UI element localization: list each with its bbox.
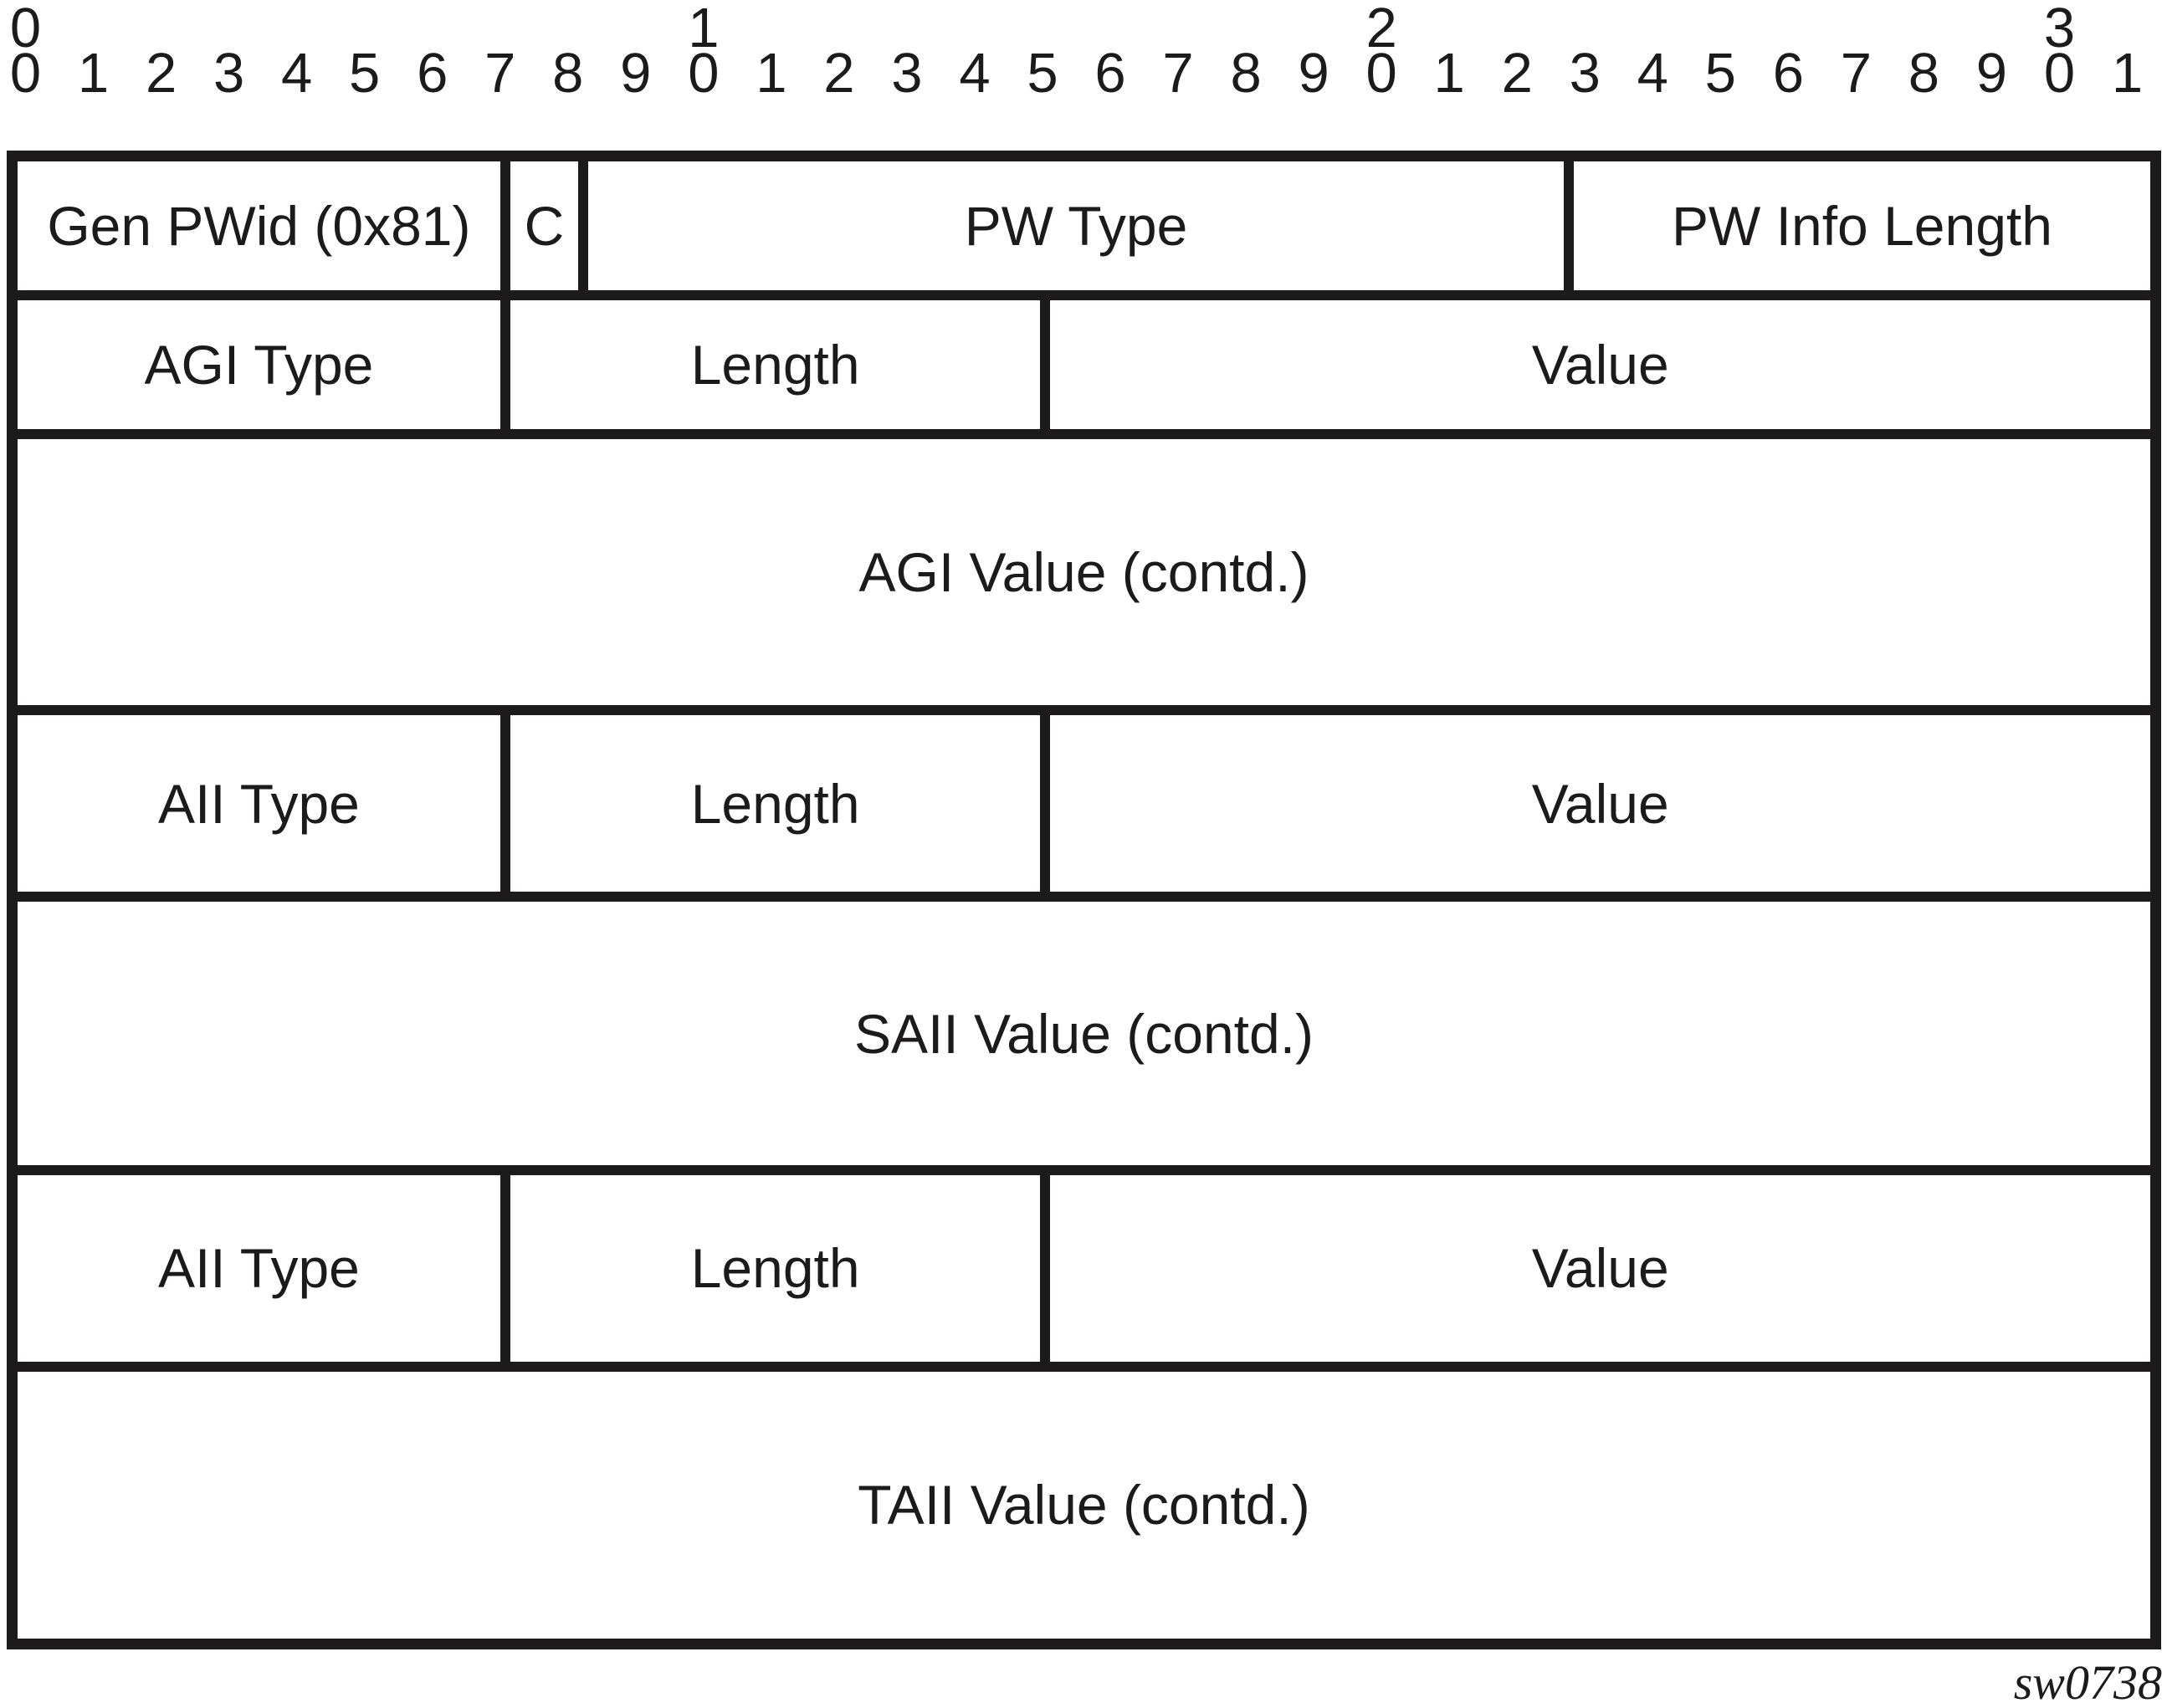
field-cell-taii-aii-type: AII Type <box>18 1175 510 1362</box>
field-cell-taii-value: Value <box>1050 1175 2150 1362</box>
field-cell-gen-pwid: Gen PWid (0x81) <box>18 161 510 290</box>
packet-row-taii-value-contd: TAII Value (contd.) <box>18 1372 2150 1639</box>
bit-label: 5 <box>1027 42 1058 105</box>
field-label: SAII Value (contd.) <box>853 1002 1314 1065</box>
bit-label: 3 <box>891 42 923 105</box>
bit-label: 6 <box>1094 42 1126 105</box>
bit-label: 4 <box>281 42 313 105</box>
field-cell-pw-info-length: PW Info Length <box>1574 161 2150 290</box>
field-label: PW Info Length <box>1672 194 2052 257</box>
tens-label: 3 <box>2043 0 2076 59</box>
bit-label: 2 <box>145 42 177 105</box>
field-label: Value <box>1531 772 1669 835</box>
field-cell-agi-value-contd: AGI Value (contd.) <box>18 439 2150 705</box>
bit-label: 7 <box>484 42 516 105</box>
field-label: TAII Value (contd.) <box>858 1474 1310 1537</box>
packet-row-saii-value-contd: SAII Value (contd.) <box>18 902 2150 1176</box>
field-label: Length <box>690 1237 860 1300</box>
bit-label: 4 <box>959 42 991 105</box>
figure-id-label: sw0738 <box>2013 1655 2162 1708</box>
tens-label: 2 <box>1365 0 1397 59</box>
bit-label: 0 <box>2043 42 2076 105</box>
bit-label: 9 <box>1975 42 2008 105</box>
bit-label: 8 <box>552 42 584 105</box>
bit-label: 7 <box>1840 42 1872 105</box>
field-label: AII Type <box>157 772 360 835</box>
bit-label: 1 <box>756 42 787 105</box>
packet-row-header: Gen PWid (0x81) C PW Type PW Info Length <box>18 161 2150 300</box>
bit-label: 2 <box>823 42 855 105</box>
field-label: AII Type <box>157 1237 360 1300</box>
bit-label: 5 <box>349 42 381 105</box>
field-label: C <box>524 194 565 257</box>
bit-label: 5 <box>1704 42 1736 105</box>
field-cell-agi-value: Value <box>1050 300 2150 430</box>
bit-label: 8 <box>1230 42 1262 105</box>
packet-row-agi-tlv: AGI Type Length Value <box>18 299 2150 440</box>
field-label: Value <box>1531 333 1669 396</box>
bit-label: 8 <box>1908 42 1940 105</box>
bit-label: 6 <box>1772 42 1804 105</box>
bit-label: 9 <box>620 42 652 105</box>
packet-row-saii-tlv: AII Type Length Value <box>18 715 2150 902</box>
field-cell-agi-type: AGI Type <box>18 299 510 430</box>
bit-label: 1 <box>2111 42 2144 105</box>
bit-label: 1 <box>77 42 110 105</box>
bit-label: 0 <box>1365 42 1397 105</box>
field-cell-saii-value-contd: SAII Value (contd.) <box>18 902 2150 1165</box>
field-cell-pw-type: PW Type <box>588 161 1574 290</box>
field-label: Length <box>690 772 860 835</box>
field-label: AGI Type <box>144 333 374 396</box>
field-label: PW Type <box>964 194 1188 257</box>
bit-label: 4 <box>1637 42 1668 105</box>
bit-label: 3 <box>1569 42 1601 105</box>
bit-label: 0 <box>688 42 720 105</box>
bit-label: 6 <box>417 42 448 105</box>
tens-label: 0 <box>9 0 42 59</box>
field-label: AGI Value (contd.) <box>858 541 1309 604</box>
field-cell-saii-aii-type: AII Type <box>18 715 510 892</box>
tens-label: 1 <box>688 0 720 59</box>
bit-ruler-tens: 0 1 2 3 <box>0 0 2161 59</box>
field-cell-agi-length: Length <box>510 299 1051 430</box>
packet-row-taii-tlv: AII Type Length Value <box>18 1175 2150 1372</box>
field-label: Gen PWid (0x81) <box>47 194 471 257</box>
bit-label: 1 <box>1433 42 1465 105</box>
bit-label: 9 <box>1298 42 1329 105</box>
bit-label: 3 <box>213 42 245 105</box>
bit-label: 0 <box>9 42 42 105</box>
field-cell-c-bit: C <box>510 161 589 290</box>
packet-table: Gen PWid (0x81) C PW Type PW Info Length… <box>7 151 2161 1649</box>
bit-label: 2 <box>1501 42 1533 105</box>
field-label: Length <box>690 333 860 396</box>
field-label: Value <box>1531 1237 1669 1300</box>
field-cell-saii-value: Value <box>1050 715 2150 892</box>
packet-row-agi-value-contd: AGI Value (contd.) <box>18 439 2150 716</box>
bit-label: 7 <box>1162 42 1194 105</box>
field-cell-taii-value-contd: TAII Value (contd.) <box>18 1372 2150 1639</box>
field-cell-taii-length: Length <box>510 1175 1051 1362</box>
field-cell-saii-length: Length <box>510 715 1051 892</box>
